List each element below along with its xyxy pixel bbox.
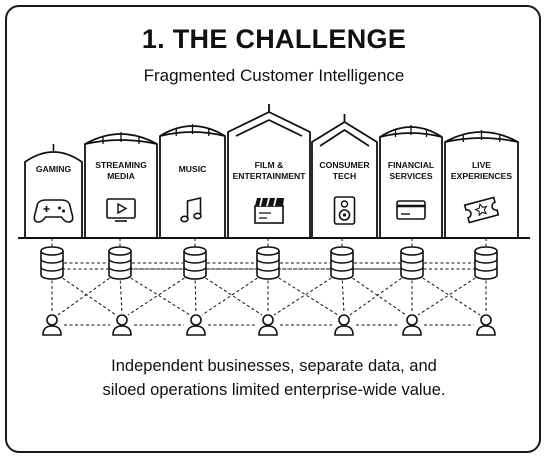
page-title: 1. THE CHALLENGE: [141, 24, 407, 54]
user-icon: [186, 314, 206, 336]
business-label: LIVE: [472, 160, 491, 170]
business-building: FILM &ENTERTAINMENT: [227, 104, 311, 238]
business-label: MUSIC: [179, 164, 207, 174]
business-label: GAMING: [36, 164, 72, 174]
business-label: FILM &: [255, 160, 284, 170]
music-note-icon: [180, 196, 202, 223]
speaker-icon: [333, 196, 356, 225]
tv-play-icon: [106, 198, 136, 222]
business-building: GAMING: [24, 144, 83, 238]
database-icon: [256, 246, 280, 280]
business-label: EXPERIENCES: [451, 171, 512, 181]
database-icon: [474, 246, 498, 280]
page-subtitle: Fragmented Customer Intelligence: [143, 66, 405, 85]
user-icon: [334, 314, 354, 336]
business-label: TECH: [333, 171, 356, 181]
user-icon: [42, 314, 62, 336]
user-icon: [112, 314, 132, 336]
business-label: SERVICES: [389, 171, 433, 181]
ticket-icon: [463, 196, 500, 224]
business-label: MEDIA: [107, 171, 135, 181]
business-label: STREAMING: [95, 160, 147, 170]
user-icon: [258, 314, 278, 336]
caption-line-2: siloed operations limited enterprise-wid…: [102, 381, 446, 399]
business-label: FINANCIAL: [388, 160, 434, 170]
diagram-frame: [5, 5, 541, 453]
database-icon: [108, 246, 132, 280]
database-icon: [330, 246, 354, 280]
caption: Independent businesses, separate data, a…: [0, 354, 548, 402]
database-icon: [400, 246, 424, 280]
business-building: MUSIC: [159, 124, 226, 238]
clapperboard-icon: [254, 197, 284, 224]
credit-card-icon: [396, 200, 426, 220]
business-label: ENTERTAINMENT: [233, 171, 307, 181]
database-icon: [183, 246, 207, 280]
database-icon: [40, 246, 64, 280]
user-icon: [476, 314, 496, 336]
gamepad-icon: [33, 199, 74, 223]
caption-line-1: Independent businesses, separate data, a…: [111, 357, 437, 375]
business-label: CONSUMER: [319, 160, 370, 170]
user-icon: [402, 314, 422, 336]
